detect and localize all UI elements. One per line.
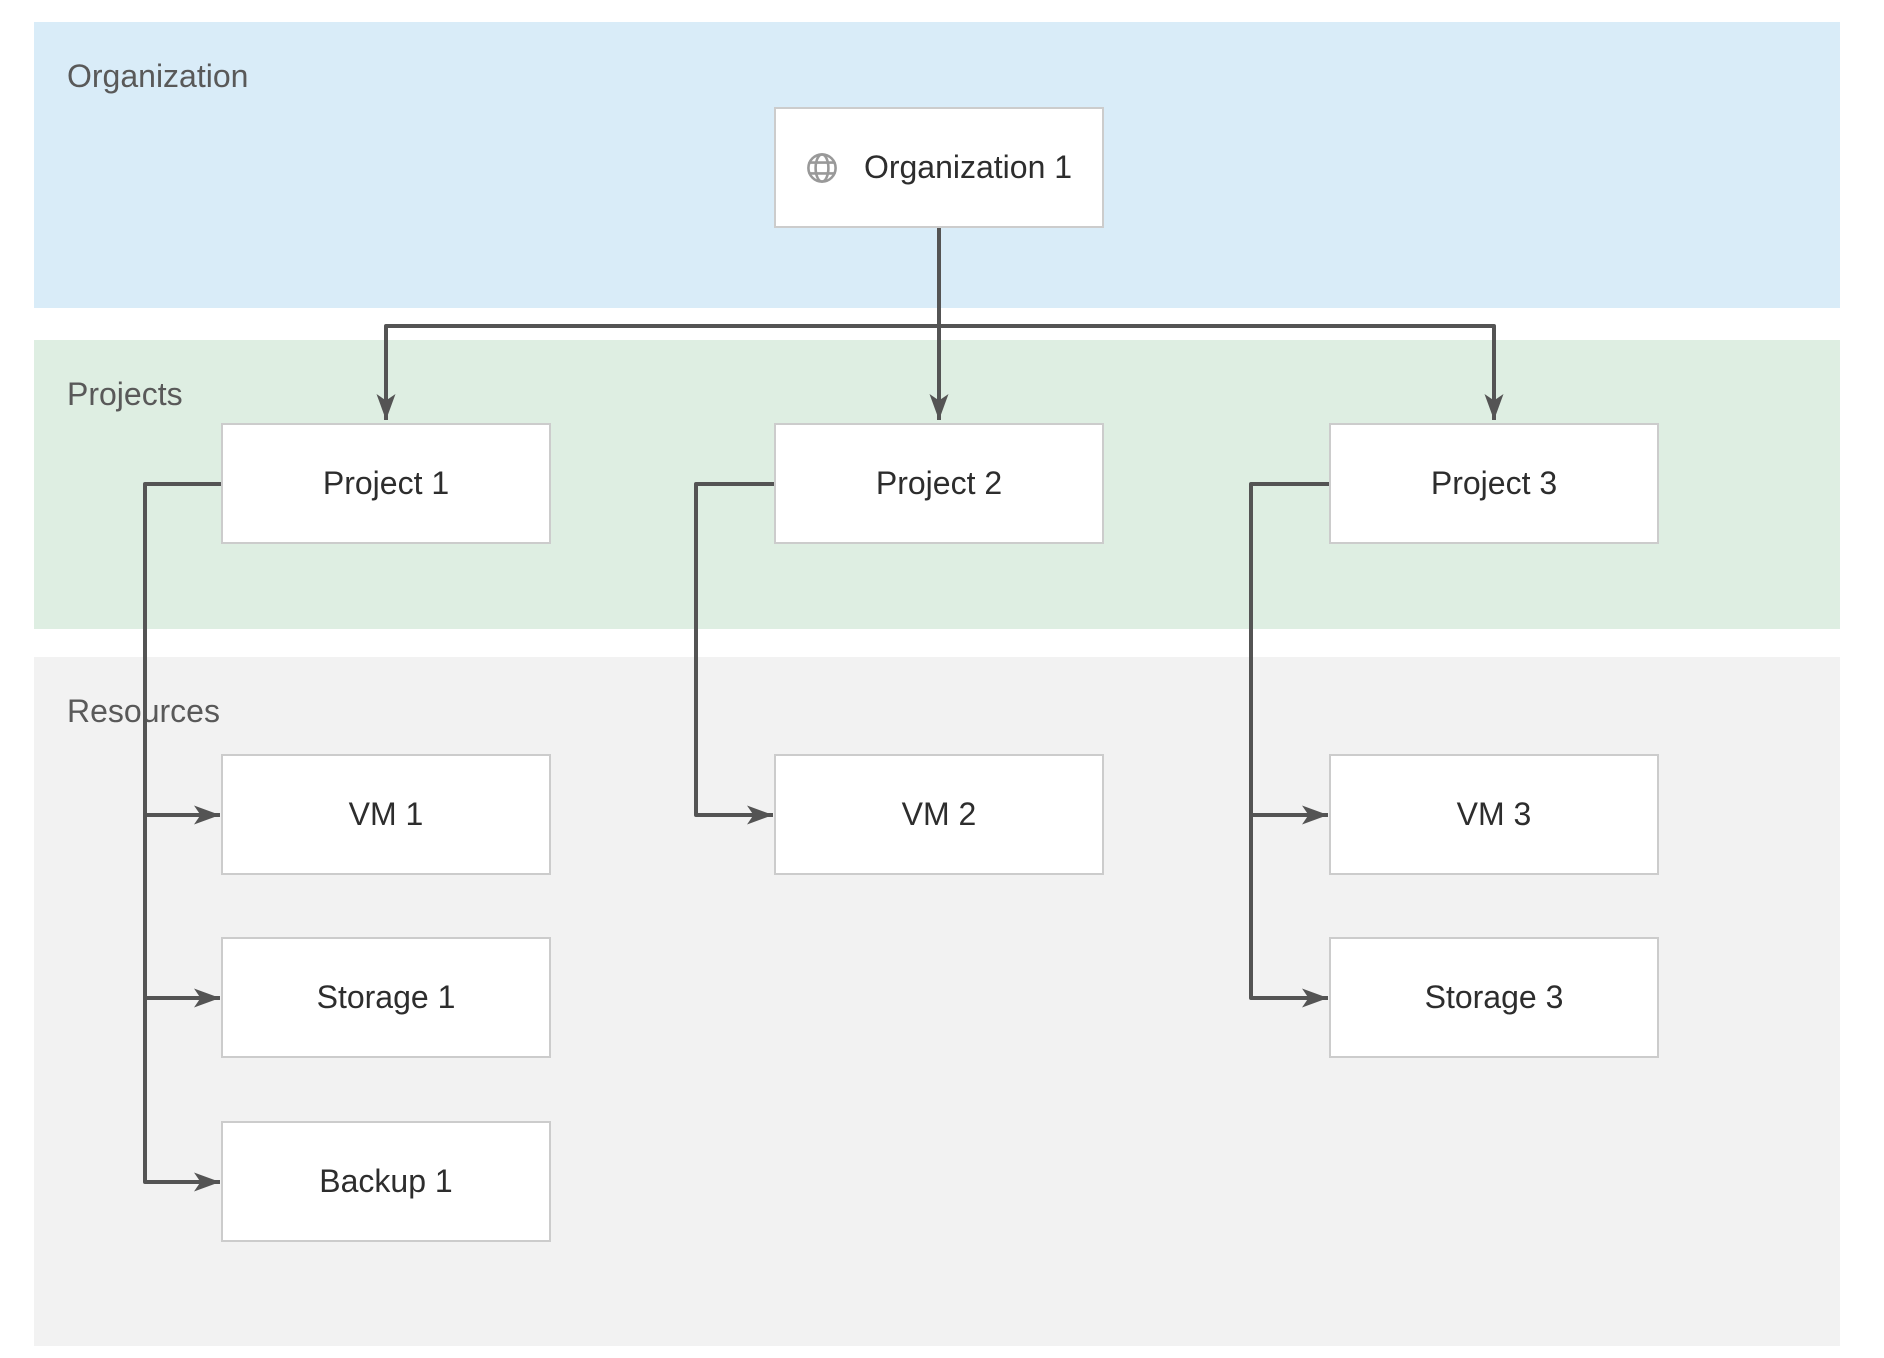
node-organization-1: Organization 1 [774,107,1104,228]
node-label: Storage 1 [316,979,456,1015]
node-label: VM 3 [1456,796,1532,832]
projects-band-label: Projects [67,376,183,412]
node-label: VM 2 [901,796,977,832]
node-label: Project 1 [322,465,450,501]
node-label: Backup 1 [319,1163,453,1199]
organization-band-label: Organization [67,58,249,94]
node-label: VM 1 [348,796,424,832]
node-project-1: Project 1 [221,423,551,544]
globe-icon [807,152,837,183]
node-label: Project 3 [1430,465,1558,501]
node-storage-1: Storage 1 [221,937,551,1058]
node-vm-1: VM 1 [221,754,551,875]
node-vm-3: VM 3 [1329,754,1659,875]
node-storage-3: Storage 3 [1329,937,1659,1058]
node-label: Storage 3 [1424,979,1564,1015]
resources-band-label: Resources [67,693,220,729]
node-backup-1: Backup 1 [221,1121,551,1242]
node-project-2: Project 2 [774,423,1104,544]
node-label: Project 2 [875,465,1003,501]
node-project-3: Project 3 [1329,423,1659,544]
node-label: Organization 1 [863,149,1073,185]
node-vm-2: VM 2 [774,754,1104,875]
